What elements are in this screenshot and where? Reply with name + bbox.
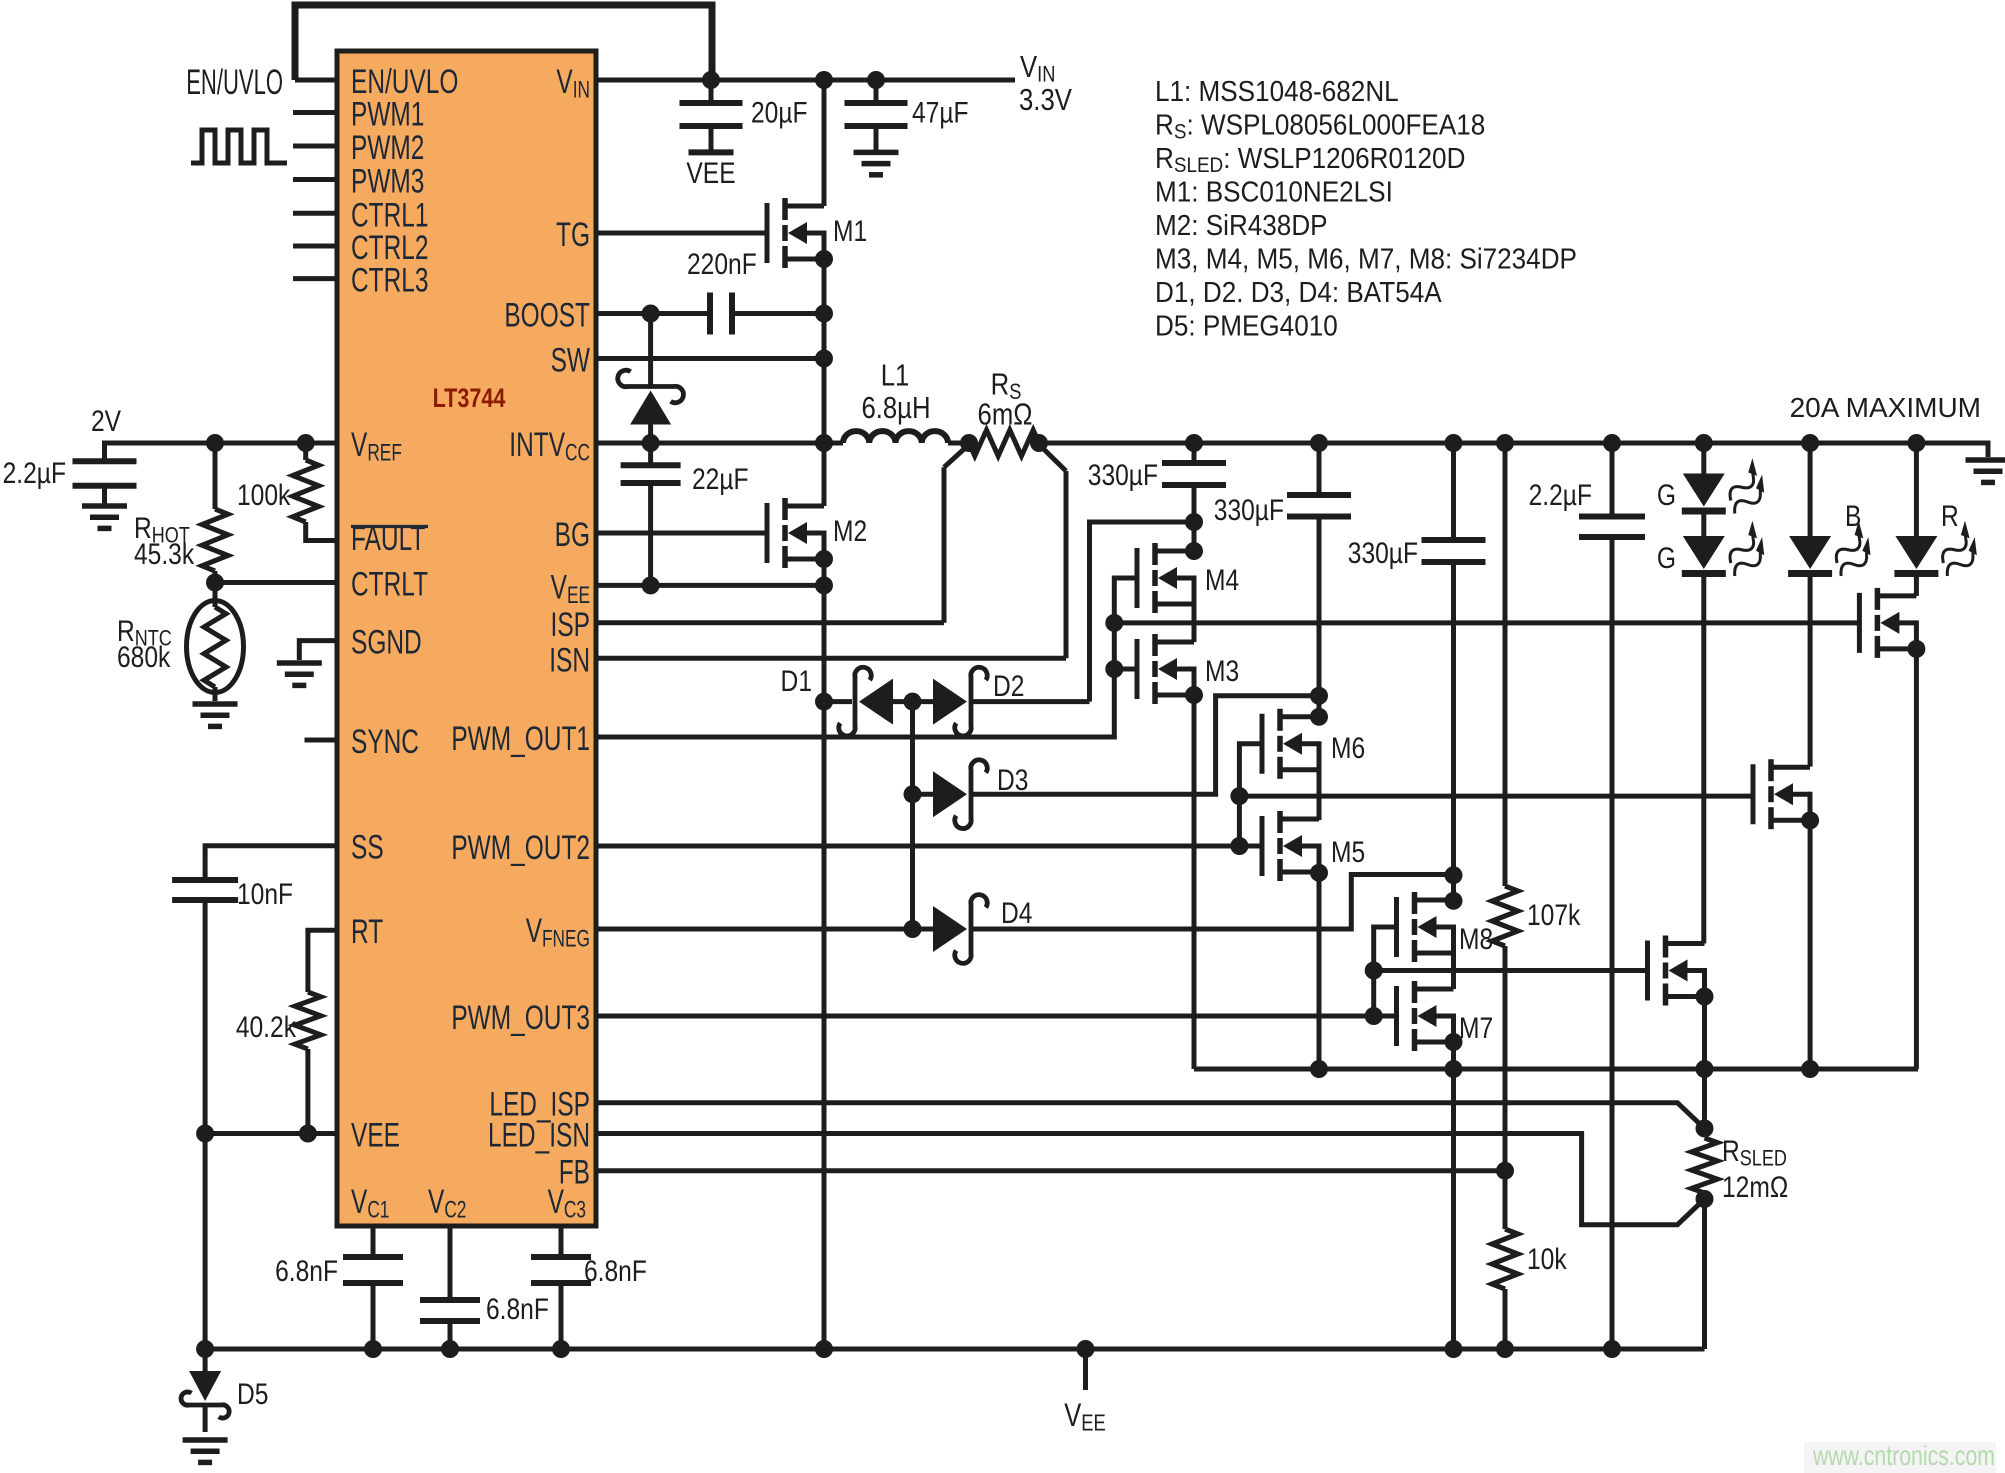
svg-text:VFNEG: VFNEG xyxy=(526,912,590,952)
svg-text:M6: M6 xyxy=(1331,731,1365,765)
svg-text:M1: M1 xyxy=(833,214,867,248)
svg-text:TG: TG xyxy=(556,216,590,254)
svg-text:100k: 100k xyxy=(237,478,291,512)
svg-text:20A MAXIMUM: 20A MAXIMUM xyxy=(1790,392,1981,423)
svg-text:10k: 10k xyxy=(1527,1242,1567,1276)
svg-text:RS: WSPL08056L000FEA18: RS: WSPL08056L000FEA18 xyxy=(1155,108,1485,143)
svg-text:CTRL2: CTRL2 xyxy=(351,229,429,267)
svg-text:ISP: ISP xyxy=(551,606,590,644)
svg-text:PWM_OUT3: PWM_OUT3 xyxy=(451,999,590,1037)
svg-text:20µF: 20µF xyxy=(751,95,808,129)
svg-text:CTRLT: CTRLT xyxy=(351,566,428,604)
svg-text:22µF: 22µF xyxy=(692,462,749,496)
svg-text:VIN: VIN xyxy=(556,63,590,103)
svg-text:M5: M5 xyxy=(1331,835,1365,869)
svg-text:M3, M4, M5, M6, M7, M8: Si7234: M3, M4, M5, M6, M7, M8: Si7234DP xyxy=(1155,242,1577,275)
svg-text:220nF: 220nF xyxy=(687,247,757,281)
svg-text:6.8nF: 6.8nF xyxy=(584,1254,647,1288)
svg-text:CTRL3: CTRL3 xyxy=(351,262,429,300)
svg-text:RNTC: RNTC xyxy=(117,614,172,651)
svg-text:10nF: 10nF xyxy=(237,877,293,911)
svg-text:330µF: 330µF xyxy=(1088,458,1158,492)
svg-text:VC1: VC1 xyxy=(351,1183,389,1223)
svg-text:D4: D4 xyxy=(1001,896,1032,930)
svg-text:G: G xyxy=(1657,541,1676,575)
svg-text:LED_ISN: LED_ISN xyxy=(488,1117,590,1155)
svg-text:VEE: VEE xyxy=(686,156,735,190)
svg-text:SYNC: SYNC xyxy=(351,723,419,761)
svg-text:LT3744: LT3744 xyxy=(433,384,506,414)
svg-text:SW: SW xyxy=(551,342,590,380)
svg-text:M3: M3 xyxy=(1205,654,1239,688)
svg-text:www.cntronics.com: www.cntronics.com xyxy=(1812,1440,1995,1472)
svg-text:D1: D1 xyxy=(781,664,812,698)
svg-text:VEE: VEE xyxy=(351,1117,400,1155)
svg-text:12mΩ: 12mΩ xyxy=(1722,1170,1788,1204)
svg-text:EN/UVLO: EN/UVLO xyxy=(186,64,283,102)
svg-text:VEE: VEE xyxy=(1064,1398,1106,1435)
svg-text:6.8nF: 6.8nF xyxy=(275,1254,338,1288)
svg-text:PWM3: PWM3 xyxy=(351,163,424,201)
svg-text:ISN: ISN xyxy=(549,641,590,679)
svg-text:6mΩ: 6mΩ xyxy=(978,397,1033,432)
svg-text:6.8µH: 6.8µH xyxy=(861,391,930,426)
svg-text:M2: M2 xyxy=(833,514,867,548)
svg-text:330µF: 330µF xyxy=(1214,493,1284,527)
svg-text:D2: D2 xyxy=(993,669,1024,703)
svg-text:M2: SiR438DP: M2: SiR438DP xyxy=(1155,209,1328,242)
svg-text:G: G xyxy=(1657,478,1676,512)
svg-text:VC3: VC3 xyxy=(548,1183,586,1223)
svg-text:RS: RS xyxy=(991,367,1022,404)
svg-text:EN/UVLO: EN/UVLO xyxy=(351,63,458,101)
svg-text:SGND: SGND xyxy=(351,624,422,662)
svg-text:FB: FB xyxy=(559,1154,590,1192)
svg-text:M7: M7 xyxy=(1459,1011,1493,1045)
svg-text:3.3V: 3.3V xyxy=(1019,83,1072,118)
svg-text:VC2: VC2 xyxy=(428,1183,466,1223)
svg-text:L1: MSS1048-682NL: L1: MSS1048-682NL xyxy=(1155,75,1399,108)
svg-text:VIN: VIN xyxy=(1020,50,1055,87)
svg-text:M1: BSC010NE2LSI: M1: BSC010NE2LSI xyxy=(1155,175,1393,208)
svg-text:D1, D2. D3, D4: BAT54A: D1, D2. D3, D4: BAT54A xyxy=(1155,276,1442,309)
svg-text:40.2k: 40.2k xyxy=(236,1010,296,1044)
svg-text:330µF: 330µF xyxy=(1348,536,1418,570)
svg-text:SS: SS xyxy=(351,829,384,867)
svg-text:2.2µF: 2.2µF xyxy=(1529,478,1592,512)
svg-text:M8: M8 xyxy=(1459,922,1493,956)
svg-text:BG: BG xyxy=(555,516,590,554)
svg-text:VREF: VREF xyxy=(351,426,402,466)
svg-text:BOOST: BOOST xyxy=(504,297,590,335)
svg-text:47µF: 47µF xyxy=(912,95,969,129)
svg-text:D3: D3 xyxy=(997,763,1028,797)
svg-text:CTRL1: CTRL1 xyxy=(351,196,429,234)
svg-text:PWM_OUT2: PWM_OUT2 xyxy=(451,829,590,867)
svg-text:D5: PMEG4010: D5: PMEG4010 xyxy=(1155,309,1338,342)
svg-text:2.2µF: 2.2µF xyxy=(3,456,66,490)
svg-text:2V: 2V xyxy=(91,404,122,438)
svg-text:RHOT: RHOT xyxy=(134,511,190,548)
svg-text:LED_ISP: LED_ISP xyxy=(489,1086,590,1124)
svg-text:L1: L1 xyxy=(881,358,910,393)
svg-text:45.3k: 45.3k xyxy=(134,537,194,571)
svg-text:RT: RT xyxy=(351,913,383,951)
svg-text:680k: 680k xyxy=(117,640,171,674)
svg-text:PWM_OUT1: PWM_OUT1 xyxy=(451,720,590,758)
svg-text:B: B xyxy=(1845,499,1861,533)
svg-text:RSLED: RSLED xyxy=(1722,1134,1787,1171)
svg-text:VEE: VEE xyxy=(551,569,590,609)
svg-text:M4: M4 xyxy=(1205,563,1239,597)
svg-text:6.8nF: 6.8nF xyxy=(486,1292,549,1326)
svg-text:R: R xyxy=(1941,499,1959,533)
svg-text:D5: D5 xyxy=(237,1377,268,1411)
svg-text:PWM2: PWM2 xyxy=(351,129,424,167)
svg-text:107k: 107k xyxy=(1527,898,1581,932)
svg-text:PWM1: PWM1 xyxy=(351,96,424,134)
svg-text:INTVCC: INTVCC xyxy=(509,426,590,466)
svg-text:RSLED: WSLP1206R0120D: RSLED: WSLP1206R0120D xyxy=(1155,142,1465,177)
